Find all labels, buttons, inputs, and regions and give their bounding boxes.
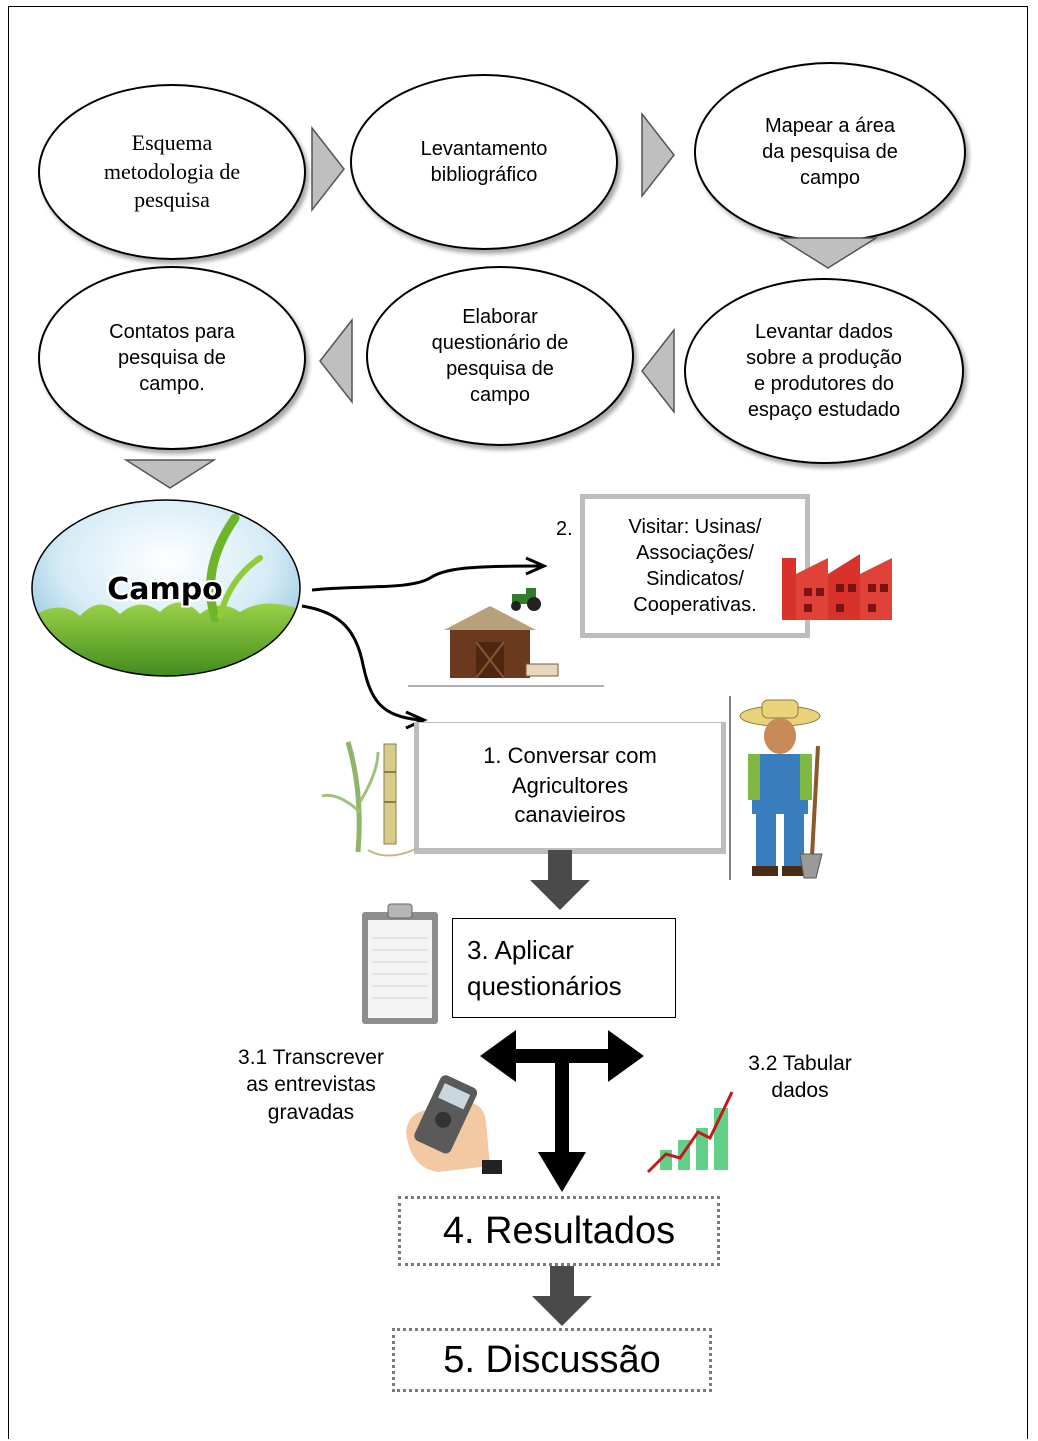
barn-tractor-illustration [408, 588, 604, 687]
farmer-illustration [729, 696, 823, 880]
campo-label: Campo [107, 572, 223, 607]
visit-number: 2. [556, 518, 573, 540]
conversar-box: 1. Conversar com Agricultores canavieiro… [414, 722, 726, 854]
arrow-right-triangle-1 [311, 125, 345, 213]
oval-levantar-dados: Levantar dados sobre a produção e produt… [684, 278, 964, 464]
down-arrow-dark-1 [530, 850, 590, 910]
arrow-down-triangle-2 [123, 459, 217, 489]
campo-image [31, 499, 301, 677]
diagram-frame [8, 6, 1028, 1439]
transcrever-label: 3.1 Transcrever as entrevistas gravadas [238, 1046, 384, 1124]
clipboard-icon [362, 903, 438, 1024]
factory-icon [782, 554, 892, 620]
visit-box: Visitar: Usinas/ Associações/ Sindicatos… [580, 494, 810, 638]
oval-elaborar: Elaborar questionário de pesquisa de cam… [366, 266, 634, 446]
voice-recorder-illustration [406, 1075, 502, 1174]
oval-esquema: Esquema metodologia de pesquisa [38, 84, 306, 260]
aplicar-box: 3. Aplicar questionários [452, 918, 676, 1018]
arrow-left-triangle-1 [641, 327, 675, 415]
arrow-down-triangle-1 [777, 237, 879, 269]
sugarcane-illustration [321, 741, 419, 857]
oval-mapear: Mapear a área da pesquisa de campo [694, 62, 966, 242]
down-arrow-dark-2 [532, 1266, 592, 1326]
resultados-box: 4. Resultados [398, 1196, 720, 1266]
tabular-label: 3.2 Tabular dados [748, 1052, 852, 1103]
discussao-box: 5. Discussão [392, 1328, 712, 1392]
arrow-right-triangle-2 [641, 111, 675, 199]
oval-levantamento: Levantamento bibliográfico [350, 74, 618, 250]
arrow-left-triangle-2 [319, 317, 353, 405]
oval-contatos: Contatos para pesquisa de campo. [38, 266, 306, 450]
growth-chart-illustration [646, 1091, 734, 1174]
t-arrow [480, 1030, 644, 1192]
